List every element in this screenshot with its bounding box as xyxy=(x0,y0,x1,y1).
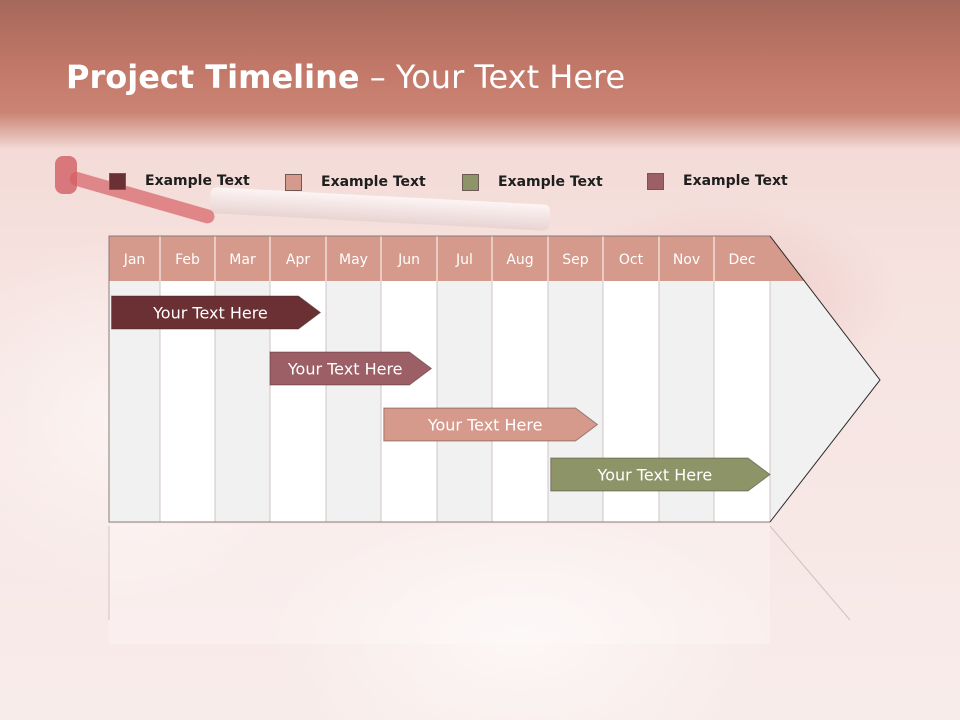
legend-swatch-1 xyxy=(109,172,126,190)
title-banner: Project Timeline – Your Text Here xyxy=(0,0,960,150)
month-column-feb xyxy=(159,235,216,523)
header-band xyxy=(109,236,770,281)
month-label-feb: Feb xyxy=(175,252,200,268)
task-bar-2 xyxy=(269,351,433,386)
month-label-apr: Apr xyxy=(286,252,310,268)
legend-label-1: Example Text xyxy=(145,173,250,189)
month-label-sep: Sep xyxy=(562,252,589,268)
task-bar-label-3: Your Text Here xyxy=(427,416,543,435)
month-label-nov: Nov xyxy=(673,252,700,268)
legend-item-2: Example Text xyxy=(285,171,426,193)
legend-swatch-2 xyxy=(285,173,302,191)
arrow-head-outline xyxy=(769,235,881,523)
task-bar-3 xyxy=(383,407,599,442)
task-bar-label-4: Your Text Here xyxy=(597,466,713,485)
month-label-jun: Jun xyxy=(397,252,420,268)
reflection-edge-right xyxy=(769,525,851,621)
legend-swatch-3 xyxy=(462,173,479,191)
month-label-jan: Jan xyxy=(123,252,146,268)
task-bar-1 xyxy=(111,295,322,330)
arrow-head-body xyxy=(770,236,880,522)
legend-item-4: Example Text xyxy=(647,170,788,192)
month-label-jul: Jul xyxy=(455,252,473,268)
legend-item-1: Example Text xyxy=(109,170,250,192)
syringe-cap xyxy=(55,156,77,194)
month-column-jul xyxy=(436,235,493,523)
legend-label-3: Example Text xyxy=(498,174,603,190)
month-columns xyxy=(108,235,880,523)
month-label-mar: Mar xyxy=(229,252,256,268)
month-label-may: May xyxy=(339,252,368,268)
month-header: Jan Feb Mar Apr May Jun Jul Aug Sep Oct Nov Dec xyxy=(109,236,805,281)
task-bar-label-1: Your Text Here xyxy=(152,304,268,323)
frame-outline xyxy=(108,235,770,523)
legend-label-2: Example Text xyxy=(321,174,426,190)
reflection-panel xyxy=(109,524,770,644)
timeline-frame xyxy=(108,235,881,523)
task-bar-4 xyxy=(550,457,771,492)
task-bar-label-2: Your Text Here xyxy=(287,360,403,379)
timeline-reflection xyxy=(108,524,851,644)
month-label-dec: Dec xyxy=(728,252,755,268)
slide-title-rest: – Your Text Here xyxy=(359,58,626,96)
legend-item-3: Example Text xyxy=(462,171,603,193)
slide-title: Project Timeline – Your Text Here xyxy=(66,58,625,96)
month-label-oct: Oct xyxy=(619,252,644,268)
slide-title-bold: Project Timeline xyxy=(66,58,360,96)
legend-swatch-4 xyxy=(647,172,664,190)
month-label-aug: Aug xyxy=(506,252,533,268)
legend-label-4: Example Text xyxy=(683,173,788,189)
